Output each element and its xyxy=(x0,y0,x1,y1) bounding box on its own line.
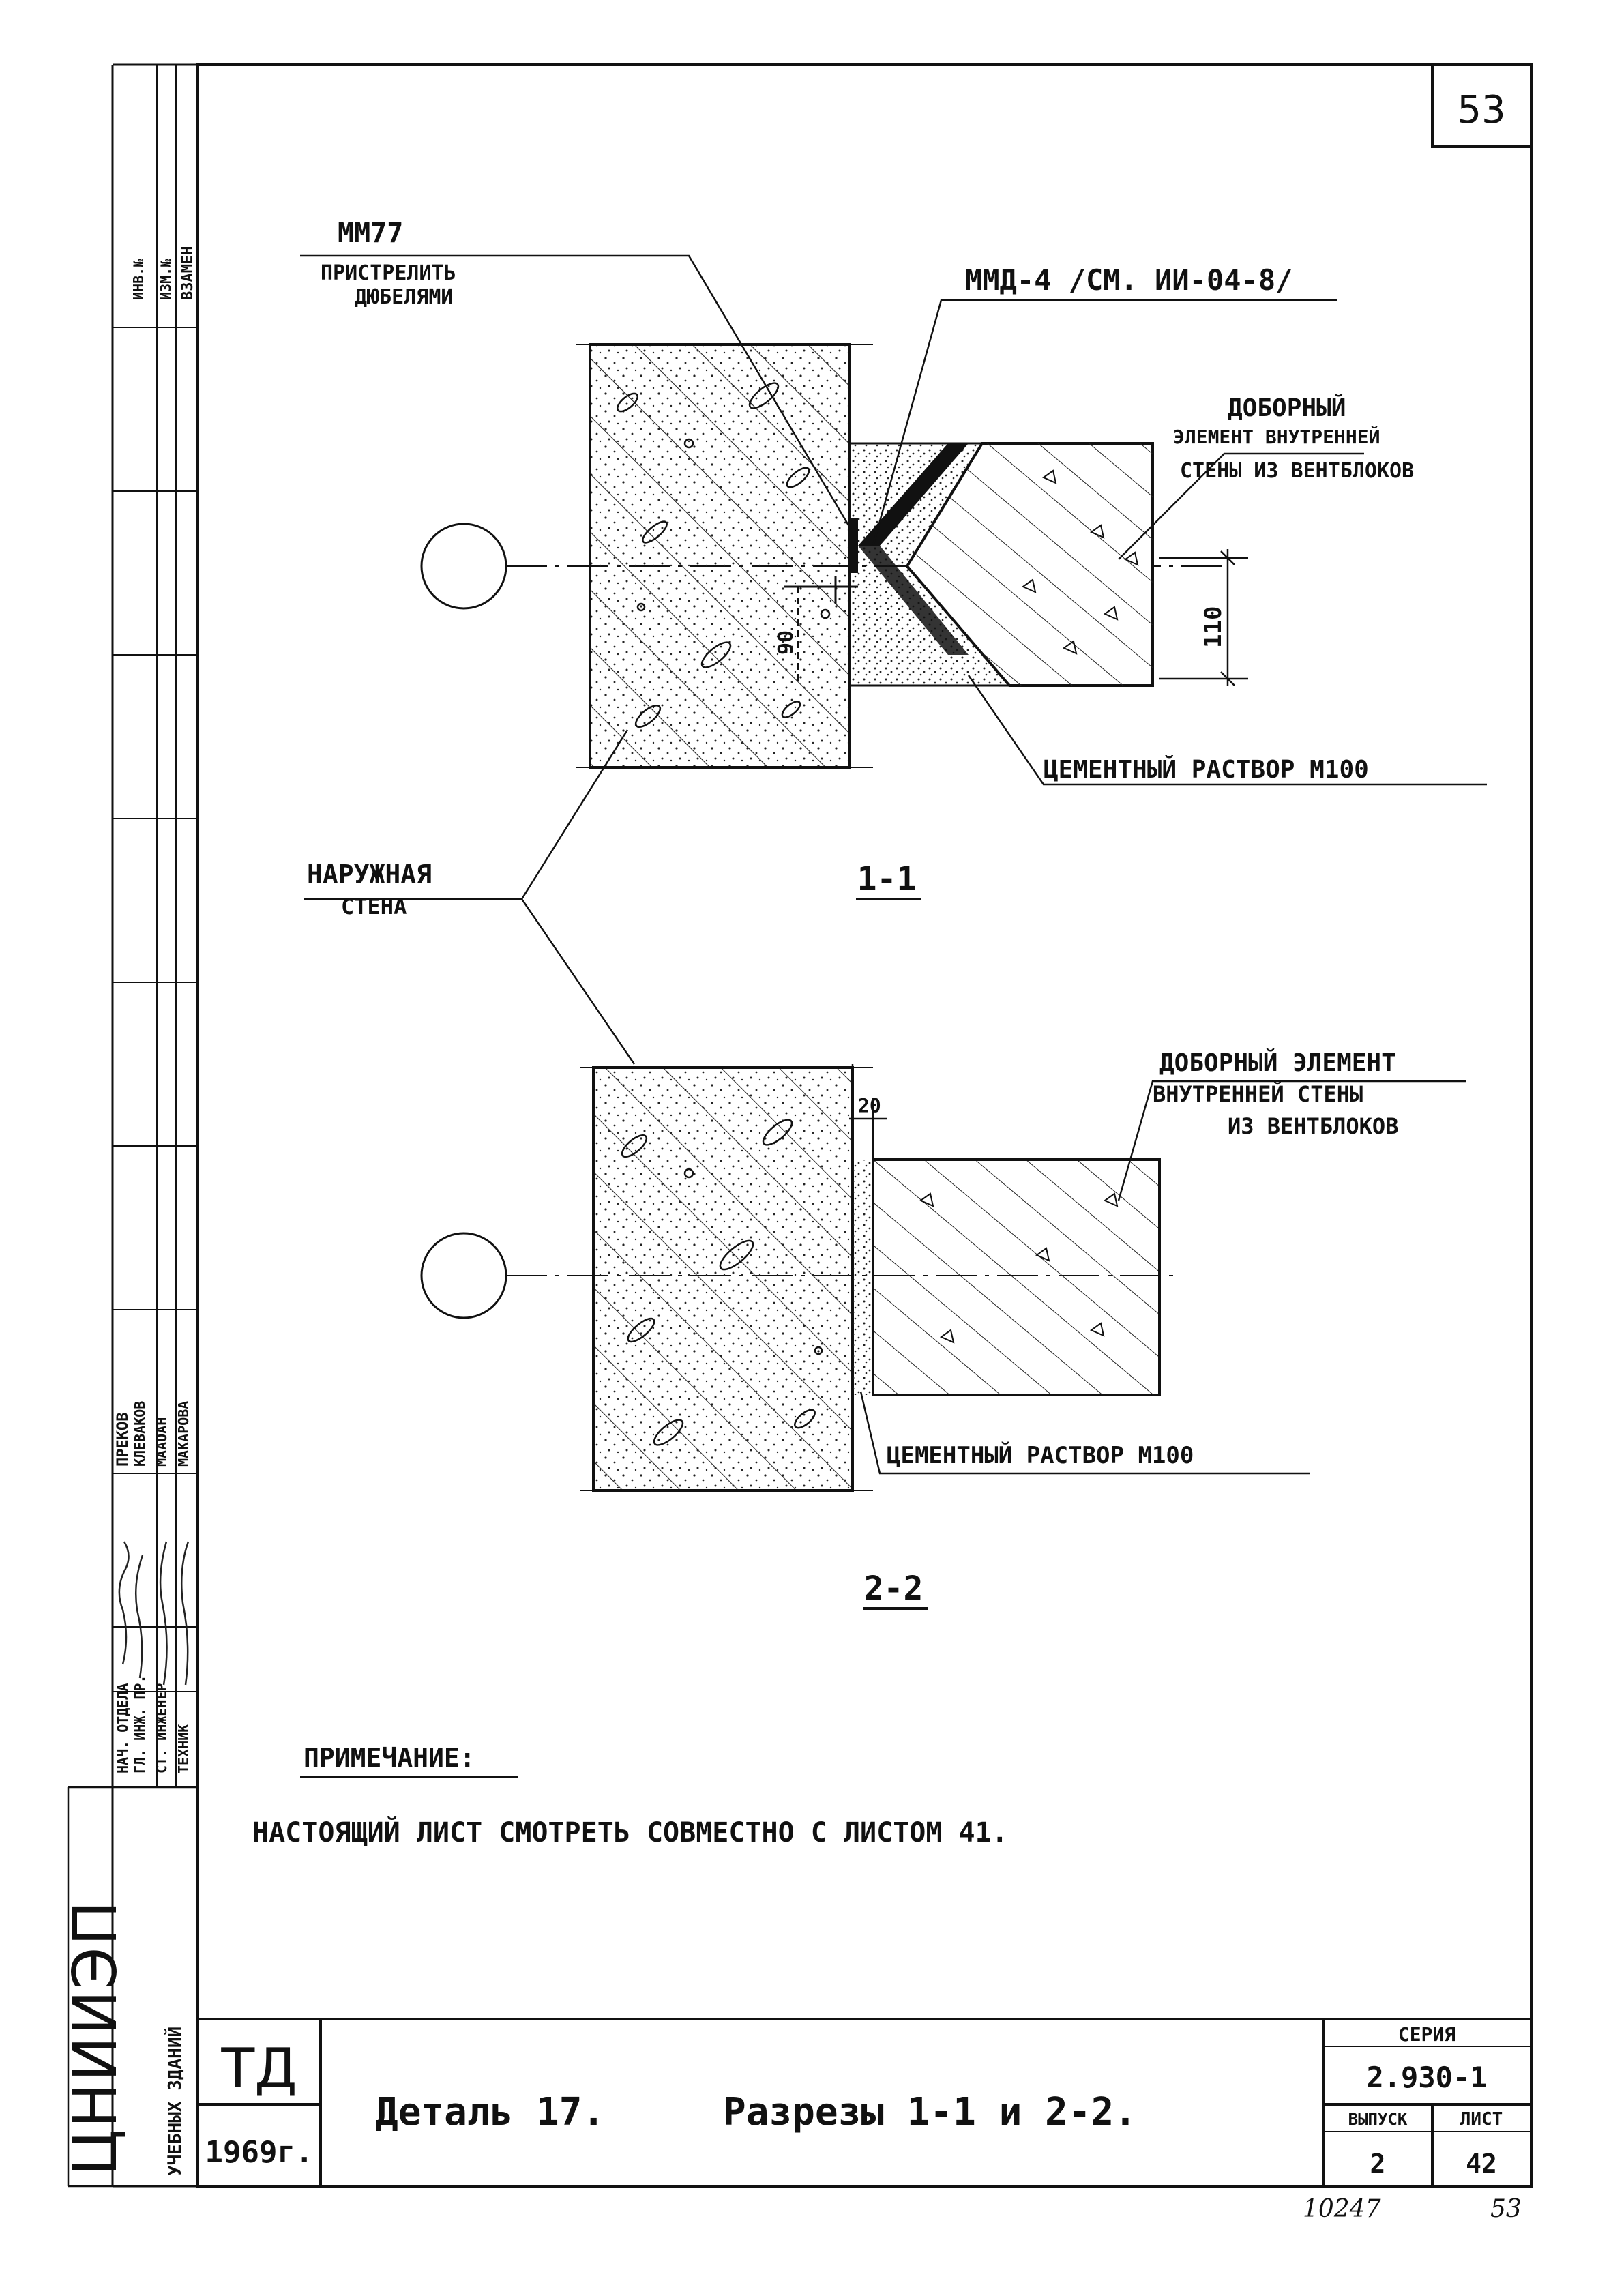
vent-block-element-2 xyxy=(872,1158,1161,1396)
mortar-gap-2 xyxy=(853,1160,873,1395)
dowel xyxy=(784,576,858,604)
block-aggregate-marks-2 xyxy=(919,1192,1119,1344)
drawing-title: Деталь 17. xyxy=(375,2090,605,2134)
signatures xyxy=(118,1541,190,1686)
section-2-2: 20 ДОБОРНЫЙ ЭЛЕМЕНТ ВНУТРЕННЕЙ СТЕНЫ ИЗ … xyxy=(420,1048,1466,1610)
stamp-name-4: МАКАРОВА xyxy=(175,1401,192,1467)
label-dob2-2: ВНУТРЕННЕЙ СТЕНЫ xyxy=(1153,1081,1363,1107)
aggregate-marks-2 xyxy=(621,1119,823,1446)
aggregate-marks xyxy=(617,382,831,728)
sheet-label: ЛИСТ xyxy=(1460,2109,1503,2130)
section-2-2-title: 2-2 xyxy=(864,1570,923,1608)
label-mm77: ММ77 xyxy=(338,218,403,249)
axis-marker-circle-2 xyxy=(420,1232,507,1319)
section-1-1: 110 90 ММ77 ПРИСТРЕЛИТЬ ДЮБЕЛЯМИ ММД-4 /… xyxy=(300,218,1487,900)
side-stamp: ИНВ.№ ИЗМ.№ ВЗАМЕН НАЧ. ОТДЕЛА ГЛ. ИНЖ. … xyxy=(60,246,198,2176)
dimension-110 xyxy=(1159,549,1248,686)
dimension-20 xyxy=(849,1064,887,1160)
stamp-name-3: МААОАН xyxy=(153,1417,170,1467)
label-dob-1: ДОБОРНЫЙ xyxy=(1228,394,1346,422)
drawing-subtitle: Разрезы 1-1 и 2-2. xyxy=(723,2090,1137,2134)
issue-label: ВЫПУСК xyxy=(1348,2110,1408,2129)
note-block: ПРИМЕЧАНИЕ: НАСТОЯЩИЙ ЛИСТ СМОТРЕТЬ СОВМ… xyxy=(252,1743,1008,1849)
title-block: ТД 1969г. Деталь 17. Разрезы 1-1 и 2-2. … xyxy=(198,2018,1531,2186)
stamp-role-chief: ГЛ. ИНЖ. ПР. xyxy=(132,1675,148,1774)
stamp-role-senior: СТ. ИНЖЕНЕР xyxy=(153,1683,170,1773)
label-mma4: ММД-4 /СМ. ИИ-04-8/ xyxy=(965,263,1292,297)
stamp-izm-label: ИЗМ.№ xyxy=(158,259,174,300)
outer-wall-label-2: СТЕНА xyxy=(341,894,407,919)
leaders-section-2 xyxy=(859,1080,1466,1475)
stamp-vzamen-label: ВЗАМЕН xyxy=(179,246,196,300)
outer-wall-label-1: НАРУЖНАЯ xyxy=(307,859,432,889)
stamp-role-head: НАЧ. ОТДЕЛА xyxy=(115,1683,131,1773)
archive-sheet: 53 xyxy=(1490,2195,1522,2223)
stamp-name-1: ПРЕКОВ xyxy=(115,1413,132,1467)
stamp-name-2: КЛЕВАКОВ xyxy=(132,1401,148,1467)
corner-stamp: ТД xyxy=(220,2037,297,2100)
block-aggregate-marks xyxy=(1021,469,1139,655)
label-dob2-1: ДОБОРНЫЙ ЭЛЕМЕНТ xyxy=(1159,1048,1396,1077)
archive-number: 10247 xyxy=(1303,2195,1381,2223)
note-text: НАСТОЯЩИЙ ЛИСТ СМОТРЕТЬ СОВМЕСТНО С ЛИСТ… xyxy=(252,1816,1008,1849)
note-title: ПРИМЕЧАНИЕ: xyxy=(304,1743,475,1773)
sheet-number-box: 53 xyxy=(1431,63,1533,148)
dimension-110-label: 110 xyxy=(1200,606,1227,648)
dimension-90-label: 90 xyxy=(774,630,798,655)
sheet-value: 42 xyxy=(1466,2149,1497,2179)
leaders-section-1 xyxy=(300,254,1487,786)
label-mm77-note2: ДЮБЕЛЯМИ xyxy=(355,285,454,309)
sheet-frame xyxy=(67,63,1533,2188)
outer-wall-callout: НАРУЖНАЯ СТЕНА xyxy=(304,729,636,1065)
axis-marker-circle xyxy=(420,523,507,610)
label-mortar-1: ЦЕМЕНТНЫЙ РАСТВОР М100 xyxy=(1044,755,1369,784)
year: 1969г. xyxy=(205,2135,314,2170)
stamp-inv-label: ИНВ.№ xyxy=(130,259,147,300)
label-dob-2: ЭЛЕМЕНТ ВНУТРЕННЕЙ xyxy=(1173,425,1380,448)
stamp-role-tech: ТЕХНИК xyxy=(175,1724,192,1773)
series-value: 2.930-1 xyxy=(1366,2061,1487,2094)
sheet-number: 53 xyxy=(1457,88,1505,132)
section-1-1-title: 1-1 xyxy=(857,860,917,898)
organization-subtitle: УЧЕБНЫХ ЗДАНИЙ xyxy=(164,2027,186,2176)
dimension-20-label: 20 xyxy=(858,1094,881,1117)
label-mm77-note1: ПРИСТРЕЛИТЬ xyxy=(321,261,456,285)
issue-value: 2 xyxy=(1370,2149,1386,2179)
series-label: СЕРИЯ xyxy=(1398,2023,1455,2046)
organization-name: ЦНИИЭП xyxy=(60,1899,130,2176)
label-mortar-2: ЦЕМЕНТНЫЙ РАСТВОР М100 xyxy=(887,1441,1194,1469)
label-dob-3: СТЕНЫ ИЗ ВЕНТБЛОКОВ xyxy=(1180,459,1414,483)
label-dob2-3: ИЗ ВЕНТБЛОКОВ xyxy=(1228,1113,1398,1139)
